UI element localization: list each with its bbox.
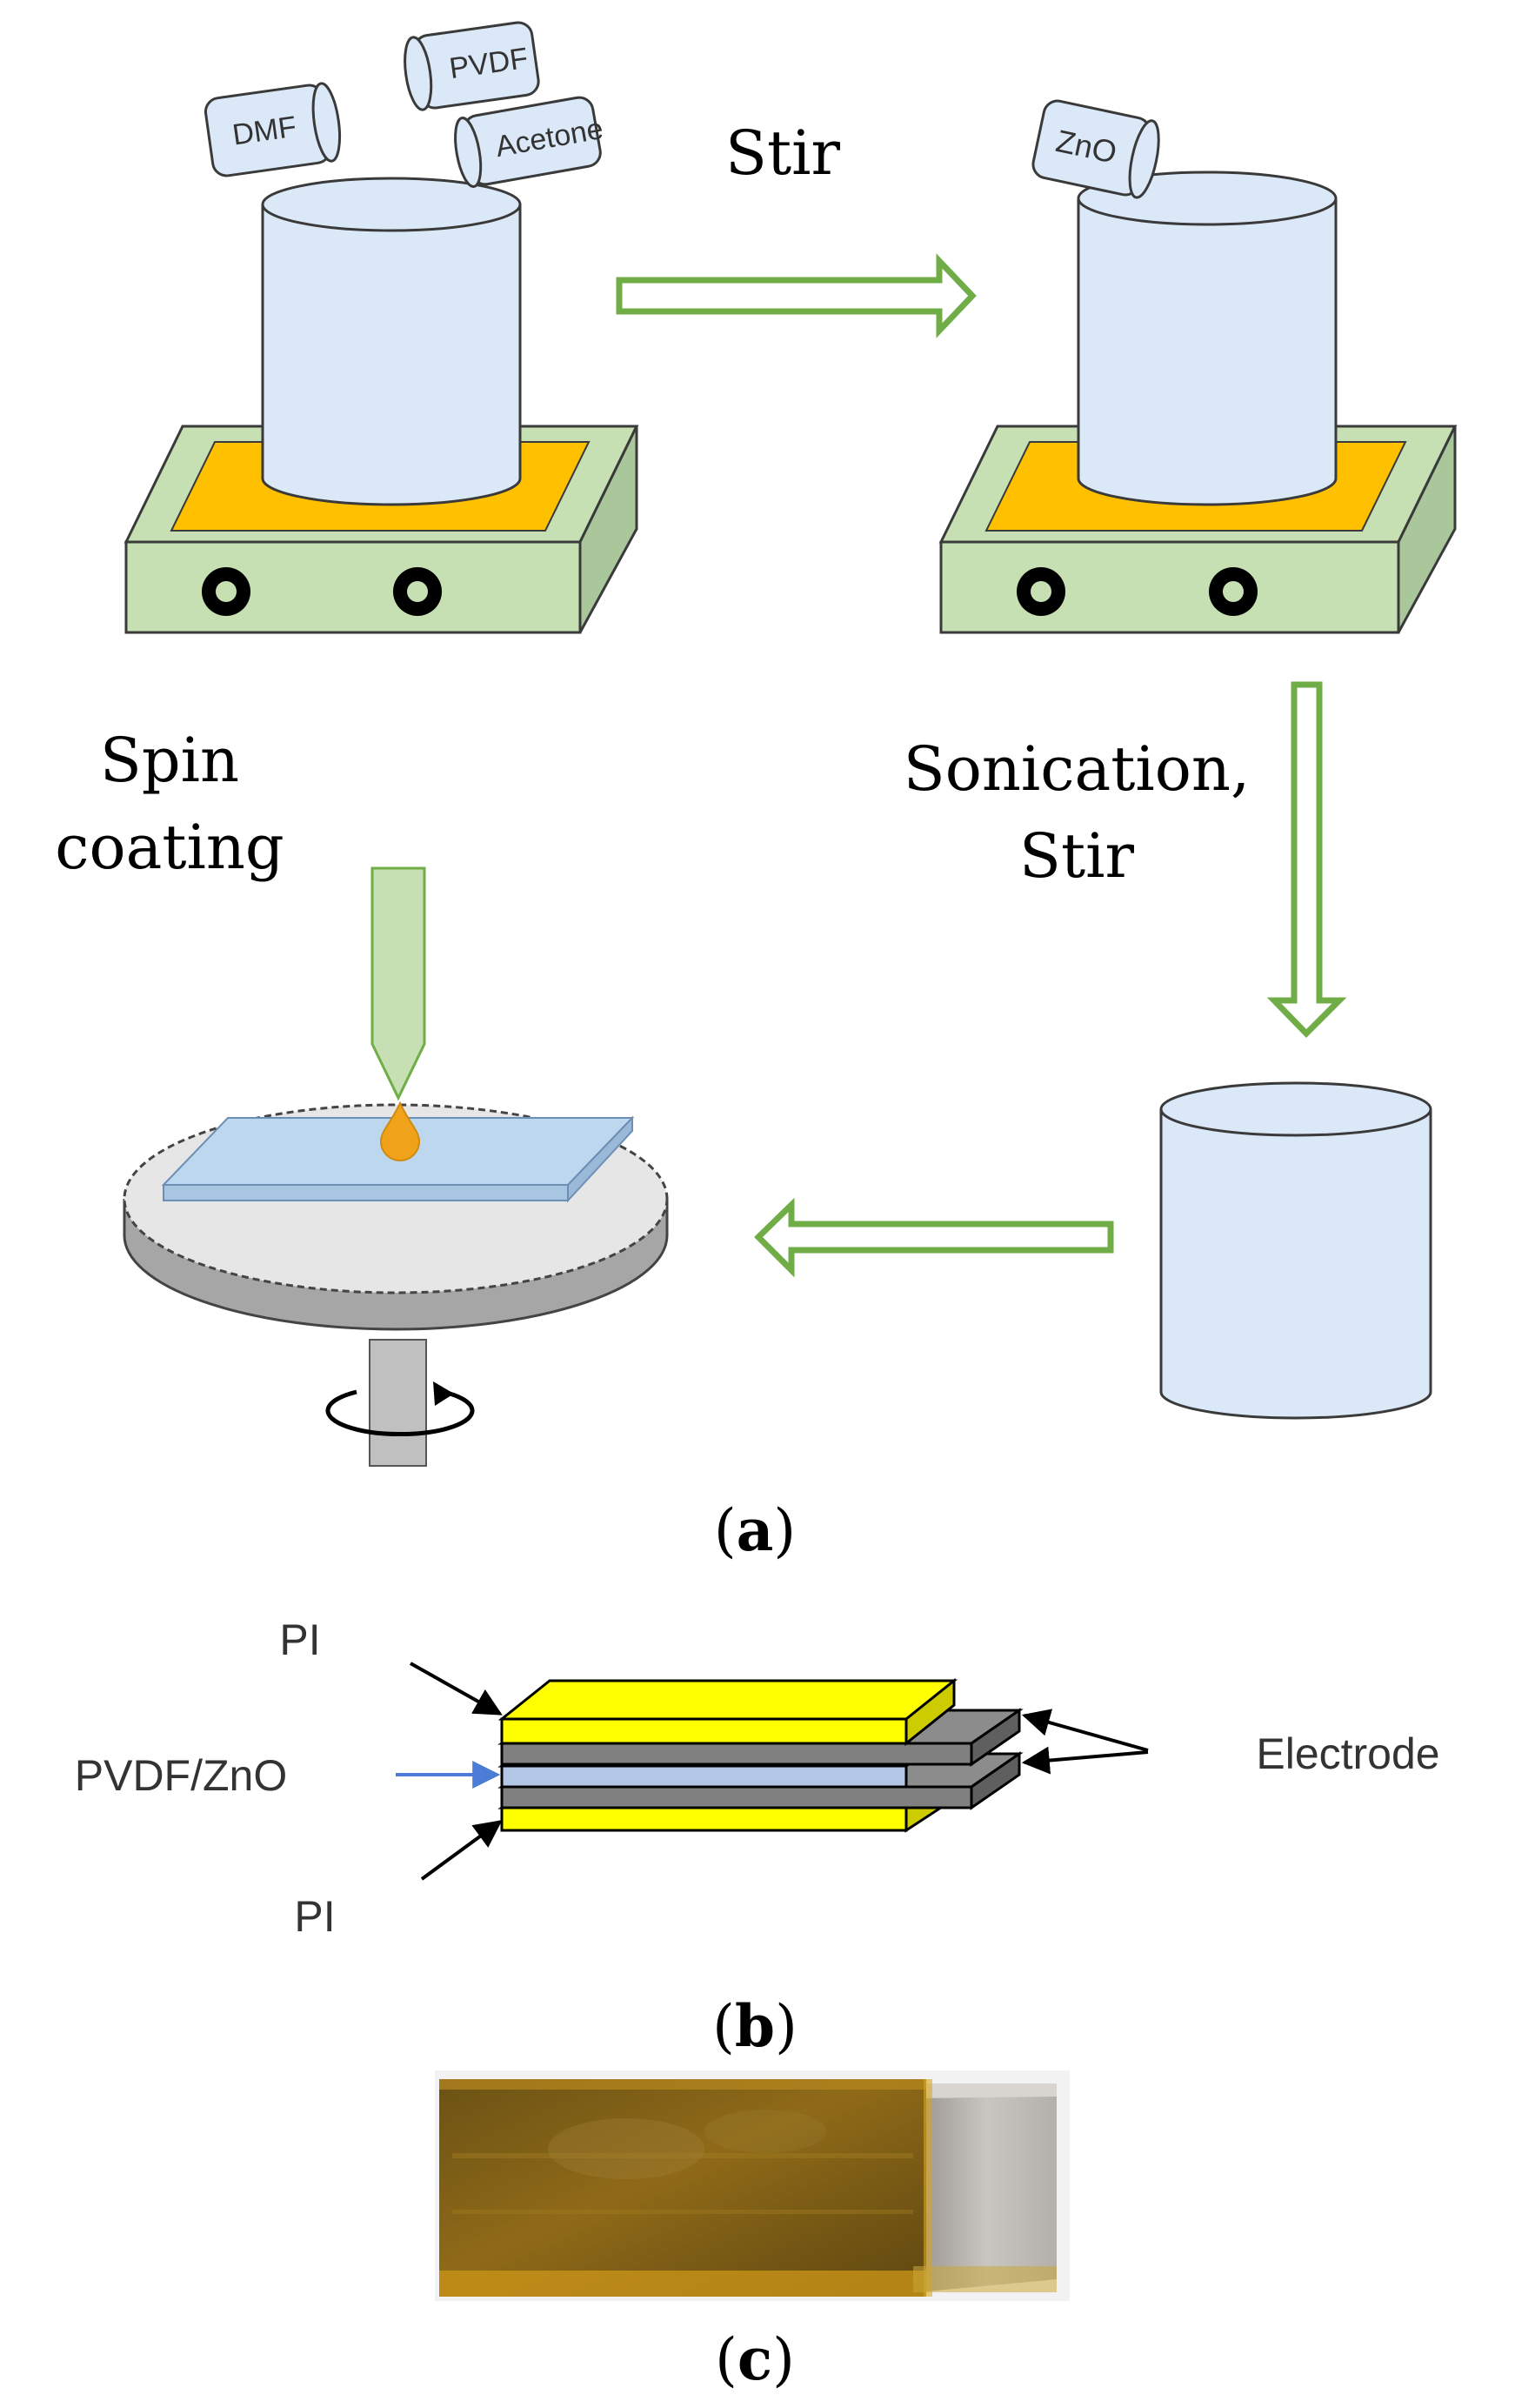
caption-b-letter: b bbox=[735, 1992, 775, 2060]
label-pvdf-zno: PVDF/ZnO bbox=[75, 1751, 287, 1800]
arrow-pi-top bbox=[410, 1662, 503, 1716]
arrow-down-sonication bbox=[1266, 681, 1347, 1038]
caption-a: (a) bbox=[714, 1496, 796, 1564]
panel-c: (c) bbox=[435, 2070, 1070, 2393]
arrow-right-stir bbox=[616, 253, 977, 338]
label-pi-top: PI bbox=[279, 1615, 320, 1664]
panel-a: DMF PVDF Acetone Stir bbox=[55, 21, 1458, 1564]
step-spin-label-line2: coating bbox=[55, 812, 284, 883]
arrow-electrode-bottom bbox=[1021, 1746, 1149, 1775]
beaker-left bbox=[261, 177, 522, 506]
step-spin-label-line1: Spin bbox=[100, 725, 239, 796]
bottle-acetone: Acetone bbox=[454, 96, 605, 188]
caption-b: (b) bbox=[712, 1992, 798, 2060]
layer-pi-top bbox=[497, 1677, 958, 1747]
step-stir-label: Stir bbox=[725, 117, 840, 189]
beaker-right bbox=[1077, 171, 1338, 506]
bottle-zno: ZnO bbox=[1031, 99, 1160, 199]
step-sonication-label-line1: Sonication, bbox=[904, 733, 1251, 805]
droplet bbox=[379, 1100, 421, 1161]
bottle-dmf: DMF bbox=[204, 82, 342, 177]
panel-b: PI PVDF/ZnO PI Electrode (b) bbox=[75, 1615, 1440, 2060]
pipette bbox=[370, 866, 426, 1101]
bottle-pvdf: PVDF bbox=[404, 21, 540, 111]
step-sonication-label-line2: Stir bbox=[1019, 820, 1134, 892]
arrow-electrode-top bbox=[1021, 1709, 1149, 1752]
beaker-solution bbox=[1159, 1081, 1432, 1420]
caption-a-letter: a bbox=[737, 1496, 774, 1564]
caption-c: (c) bbox=[715, 2325, 795, 2393]
label-pi-bottom: PI bbox=[294, 1892, 335, 1941]
device-photo bbox=[435, 2070, 1070, 2301]
caption-c-letter: c bbox=[737, 2325, 772, 2393]
arrow-left-spin bbox=[754, 1197, 1114, 1278]
label-electrode: Electrode bbox=[1256, 1729, 1439, 1778]
arrow-pi-bottom bbox=[420, 1820, 503, 1881]
